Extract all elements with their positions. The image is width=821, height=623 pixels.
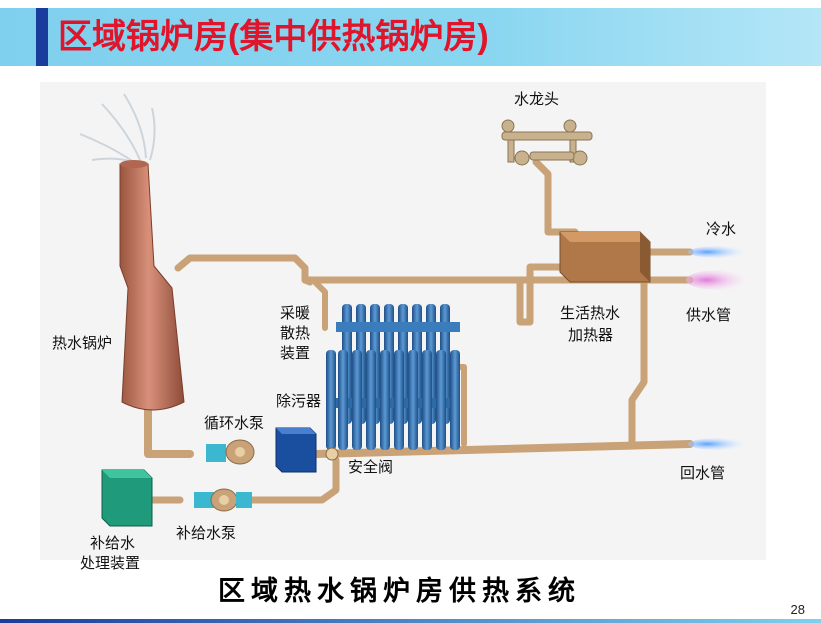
circulation-pump <box>206 439 255 465</box>
pipe-network <box>144 158 694 504</box>
label-heater-line1: 生活热水 <box>560 304 620 322</box>
page-number: 28 <box>790 602 805 617</box>
heating-system-diagram: 水龙头 冷水 供水管 生活热水 加热器 采暖 散热 装置 热水锅炉 除污器 循环… <box>40 82 766 607</box>
label-boiler: 热水锅炉 <box>52 334 112 352</box>
label-radiator-line1: 采暖 <box>280 304 310 322</box>
label-circulation-pump: 循环水泵 <box>204 414 264 432</box>
supply-water-stream <box>686 270 754 290</box>
faucet-assembly <box>501 119 593 166</box>
slide-title: 区域锅炉房(集中供热锅炉房) <box>58 18 489 56</box>
label-makeup-pump: 补给水泵 <box>176 524 236 542</box>
label-makeup-line2: 处理装置 <box>80 554 140 572</box>
bottom-rule <box>0 619 821 623</box>
label-return-pipe: 回水管 <box>680 464 725 482</box>
makeup-water-pump <box>194 488 252 512</box>
diagram-caption: 区域热水锅炉房供热系统 <box>218 575 581 607</box>
label-cold-water: 冷水 <box>706 220 736 238</box>
return-water-stream <box>688 438 752 450</box>
domestic-water-heater <box>559 231 651 283</box>
heating-radiator <box>326 304 460 450</box>
title-bar <box>0 8 821 66</box>
label-radiator-line3: 装置 <box>280 344 310 362</box>
label-makeup-line1: 补给水 <box>90 534 135 552</box>
title-accent <box>36 8 48 66</box>
label-heater-line2: 加热器 <box>568 326 613 344</box>
label-safety-valve: 安全阀 <box>348 458 393 476</box>
label-decontaminator: 除污器 <box>276 392 321 410</box>
safety-valve-symbol <box>325 447 339 461</box>
label-faucet: 水龙头 <box>514 90 559 108</box>
cold-water-stream <box>688 246 752 258</box>
hot-water-boiler <box>119 160 185 411</box>
label-supply-pipe: 供水管 <box>686 306 731 324</box>
makeup-water-treatment-unit <box>101 469 153 527</box>
decontaminator-unit <box>275 427 317 473</box>
label-radiator-line2: 散热 <box>280 324 310 342</box>
